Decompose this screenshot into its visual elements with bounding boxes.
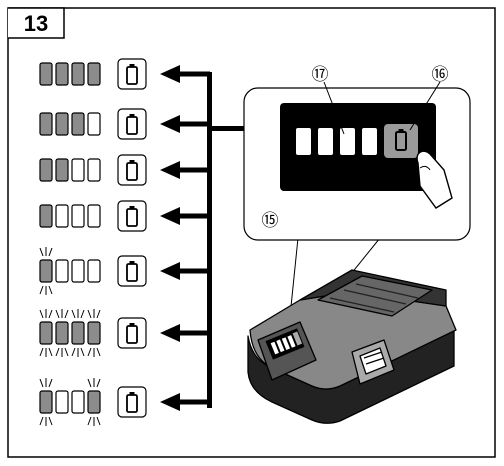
- battery-check-box: [117, 386, 147, 418]
- battery-icon: [126, 64, 138, 85]
- led-blink: [39, 321, 53, 345]
- led-blink: [87, 390, 101, 414]
- battery-icon: [126, 160, 138, 181]
- arrow-shaft: [176, 213, 210, 219]
- led-off: [71, 204, 85, 228]
- battery-icon: [395, 129, 407, 151]
- inset-led-1: [296, 128, 311, 155]
- blink-rays: [71, 309, 85, 357]
- battery-check-box: [117, 154, 147, 186]
- battery-pack: [247, 269, 457, 424]
- led-on: [55, 62, 69, 86]
- callout-17: ⑰: [312, 65, 329, 85]
- led-on: [87, 62, 101, 86]
- indicator-row: [39, 154, 210, 186]
- blink-rays: [87, 378, 101, 426]
- battery-check-box: [117, 58, 147, 90]
- led-off: [71, 158, 85, 182]
- indicator-row: [39, 309, 210, 357]
- led-off: [87, 158, 101, 182]
- led-off: [87, 112, 101, 136]
- battery-icon: [126, 323, 138, 344]
- battery-icon: [126, 206, 138, 227]
- arrow-shaft: [176, 268, 210, 274]
- arrow-left-icon: [160, 324, 180, 342]
- battery-check-box: [117, 317, 147, 349]
- led-off: [87, 204, 101, 228]
- check-button[interactable]: [384, 124, 418, 158]
- finger-pressing-icon: [416, 150, 453, 209]
- arrow-left-icon: [160, 65, 180, 83]
- callout-16: ⑯: [432, 65, 449, 85]
- led-blink: [71, 321, 85, 345]
- led-on: [55, 112, 69, 136]
- indicator-row: [39, 200, 210, 232]
- blink-rays: [39, 247, 53, 295]
- inset-led-3: [340, 128, 355, 155]
- figure-number: 13: [24, 11, 48, 36]
- arrow-shaft: [176, 121, 210, 127]
- led-on: [39, 112, 53, 136]
- inset-led-2: [318, 128, 333, 155]
- blink-rays: [39, 378, 53, 426]
- led-on: [71, 62, 85, 86]
- arrow-left-icon: [160, 115, 180, 133]
- led-blink: [87, 321, 101, 345]
- led-blink: [39, 390, 53, 414]
- connector-bus: [207, 72, 212, 408]
- arrow-shaft: [176, 71, 210, 77]
- figure-number-tab: [8, 7, 65, 39]
- blink-rays: [39, 309, 53, 357]
- figure-frame: [7, 7, 496, 458]
- arrow-left-icon: [160, 161, 180, 179]
- battery-check-box: [117, 200, 147, 232]
- arrow-shaft: [176, 167, 210, 173]
- inset-led-4: [362, 128, 377, 155]
- battery-icon: [126, 392, 138, 413]
- led-off: [55, 259, 69, 283]
- blink-rays: [55, 309, 69, 357]
- indicator-row: [39, 58, 210, 90]
- indicator-row: [39, 378, 210, 426]
- led-blink: [39, 259, 53, 283]
- led-on: [39, 62, 53, 86]
- arrow-shaft: [176, 330, 210, 336]
- led-on: [39, 158, 53, 182]
- indicator-row: [39, 108, 210, 140]
- battery-check-box: [117, 255, 147, 287]
- led-off: [55, 204, 69, 228]
- battery-icon: [126, 261, 138, 282]
- battery-icon: [126, 114, 138, 135]
- led-off: [55, 390, 69, 414]
- led-off: [71, 390, 85, 414]
- led-on: [39, 204, 53, 228]
- indicator-row: [39, 247, 210, 295]
- led-off: [71, 259, 85, 283]
- callout-15: ⑮: [262, 211, 279, 231]
- blink-rays: [87, 309, 101, 357]
- led-off: [87, 259, 101, 283]
- indicator-state-rows: [39, 58, 210, 426]
- arrow-left-icon: [160, 393, 180, 411]
- battery-check-box: [117, 108, 147, 140]
- callout-leader-16: [409, 81, 441, 131]
- led-blink: [55, 321, 69, 345]
- led-on: [55, 158, 69, 182]
- led-on: [71, 112, 85, 136]
- callout-leader-17: [323, 81, 345, 135]
- arrow-shaft: [176, 399, 210, 405]
- arrow-left-icon: [160, 207, 180, 225]
- pack-leds: [270, 331, 303, 355]
- arrow-left-icon: [160, 262, 180, 280]
